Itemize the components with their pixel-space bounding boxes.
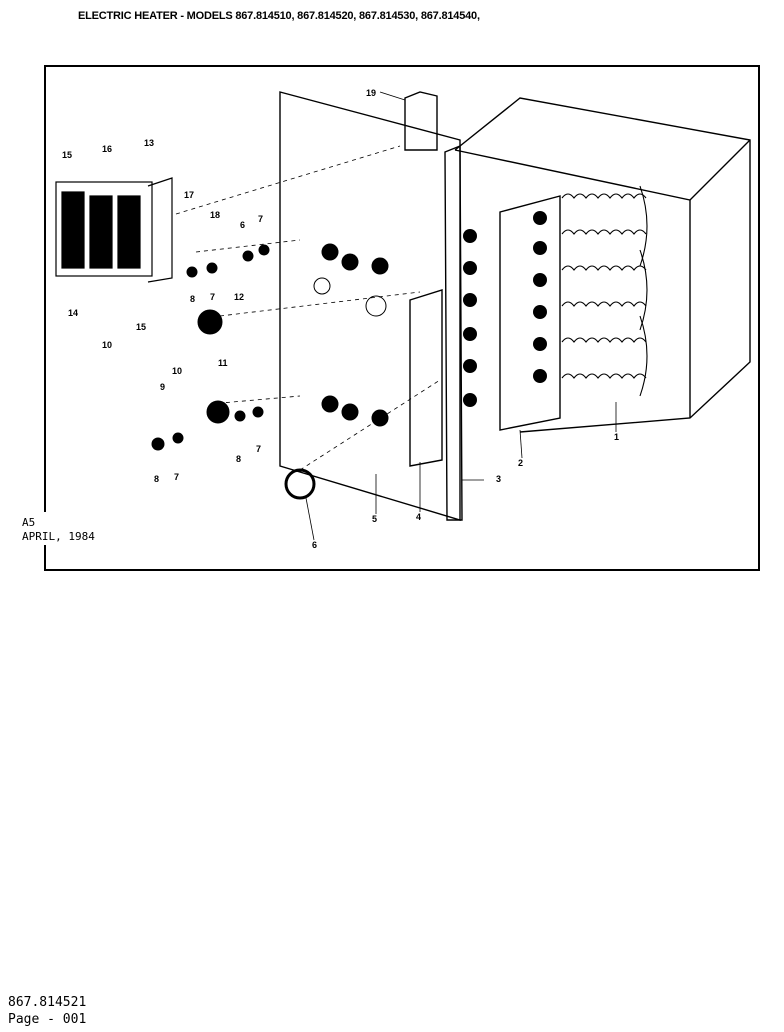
callout-14: 14	[68, 308, 78, 318]
callout-1: 1	[614, 432, 619, 442]
diagram-title: ELECTRIC HEATER - MODELS 867.814510, 867…	[78, 10, 480, 22]
callout-7d: 7	[174, 472, 179, 482]
callout-4: 4	[416, 512, 421, 522]
leader-lines	[305, 91, 617, 541]
callout-8b: 8	[236, 454, 241, 464]
revision-note: A5 APRIL, 1984	[22, 516, 95, 544]
callout-15b: 15	[136, 322, 146, 332]
callout-5: 5	[372, 514, 377, 524]
frame-border-left	[44, 65, 46, 512]
callout-15: 15	[62, 150, 72, 160]
revision-code: A5	[22, 516, 36, 529]
callout-6b: 6	[312, 540, 317, 550]
page-footer: 867.814521 Page - 001	[8, 994, 86, 1028]
callout-8a: 8	[190, 294, 195, 304]
callout-6a: 6	[240, 220, 245, 230]
callout-9: 9	[160, 382, 165, 392]
part-callouts: 19 16 13 15 17 18 6 7 8 7 12 14 15 10 11…	[62, 88, 619, 550]
small-parts	[151, 243, 389, 500]
callout-10a: 10	[102, 340, 112, 350]
callout-2: 2	[518, 458, 523, 468]
frame-border-top	[44, 65, 760, 67]
revision-date: APRIL, 1984	[22, 530, 95, 543]
callout-12: 12	[234, 292, 244, 302]
callout-7c: 7	[256, 444, 261, 454]
callout-8c: 8	[154, 474, 159, 484]
callout-16: 16	[102, 144, 112, 154]
callout-11: 11	[218, 358, 228, 368]
terminal-studs	[463, 211, 547, 407]
explode-lines	[175, 145, 441, 471]
frame-border-right	[758, 65, 760, 571]
frame-border-left-lower	[44, 545, 46, 571]
callout-7a: 7	[258, 214, 263, 224]
contactor-block	[55, 177, 173, 283]
page-number: Page - 001	[8, 1012, 87, 1027]
callout-13: 13	[144, 138, 154, 148]
callout-18: 18	[210, 210, 220, 220]
callout-19: 19	[366, 88, 376, 98]
model-number: 867.814521	[8, 995, 87, 1010]
frame-border-bottom	[44, 569, 760, 571]
callout-7b: 7	[210, 292, 215, 302]
heater-coils	[561, 185, 648, 397]
callout-17: 17	[184, 190, 194, 200]
callout-10b: 10	[172, 366, 182, 376]
callout-3: 3	[496, 474, 501, 484]
